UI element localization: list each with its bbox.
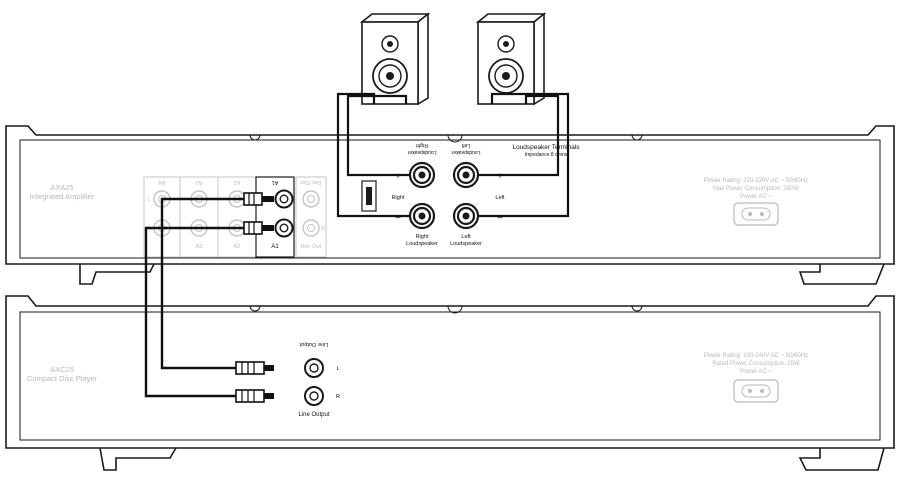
speaker-terminals-impedance: Impedance 8 ohms (525, 152, 568, 158)
right-side-label: Right (392, 195, 405, 201)
right-speaker-positive-cable (346, 94, 410, 177)
line-output-label: Line Output (298, 412, 329, 418)
cd-player-rated-power: Rated Power Consumption: 15W (712, 361, 800, 367)
input-a4-top-label: A4 (159, 179, 166, 185)
input-a2-label: A2 (234, 244, 241, 250)
right-speaker-negative-cable (336, 92, 410, 218)
left-channel-cable (160, 197, 270, 370)
amplifier-model: AXA25 (50, 183, 73, 192)
rec-out-right-label: R (321, 226, 325, 232)
speaker-cables (336, 92, 570, 218)
rec-out-top-label: Rec Out (300, 179, 321, 185)
input-a3-label: A3 (196, 244, 203, 250)
cd-player-unit: AXC25 Compact Disc Player Power Rating: … (5, 295, 895, 471)
rec-out-label: Rec Out (301, 244, 322, 250)
line-output-l-label: L (336, 366, 339, 372)
left-bottom-label-1: Left (461, 234, 471, 240)
cd-player-name: Compact Disc Player (27, 374, 98, 383)
rca-plug-cd-left (235, 361, 274, 375)
rca-plug-cd-right (235, 389, 274, 403)
cd-player-power-rating: Power Rating: 100-240V AC ~ 50/60Hz (704, 353, 808, 359)
cd-player-power-ac-label: Power AC ~ (740, 369, 772, 375)
right-positive-terminal (408, 161, 436, 189)
left-speaker-negative-cable (478, 92, 570, 218)
channel-left-label: L (148, 197, 151, 203)
left-side-label: Left (495, 195, 505, 201)
line-output-top-label: Line Output (299, 341, 328, 347)
amplifier-power-inlet (733, 202, 779, 226)
amplifier-power-ac-label: Power AC ~ (740, 194, 772, 200)
rec-out-jack (302, 219, 320, 237)
amplifier-name: Integrated Amplifier (30, 192, 95, 201)
left-top-label-2: Loudspeaker (451, 149, 480, 155)
rec-out-jack (302, 190, 320, 208)
input-a1-top-label: A1 (272, 179, 279, 185)
right-bottom-label-1: Right (416, 234, 429, 240)
cd-player-power-inlet (733, 379, 779, 403)
input-a2-top-label: A2 (234, 179, 241, 185)
amplifier-power-rating: Power Rating: 220-230V AC ~ 50/60Hz (704, 178, 808, 184)
usb-port (361, 180, 377, 212)
left-top-label-1: Left (461, 142, 470, 148)
input-a1-box (255, 176, 295, 258)
line-output-right-jack (304, 386, 324, 406)
rca-plug-amp-right (243, 221, 274, 235)
right-channel-cable (144, 226, 270, 398)
rca-interconnect (144, 192, 274, 403)
speaker-terminals-title: Loudspeaker Terminals (512, 144, 580, 151)
right-top-label-2: Loudspeaker (407, 149, 436, 155)
right-negative-terminal (408, 202, 436, 230)
right-top-label-1: Right (416, 142, 428, 148)
line-output-left-jack (304, 358, 324, 378)
input-a3-top-label: A3 (196, 179, 203, 185)
right-bottom-label-2: Loudspeaker (406, 241, 438, 247)
input-a1-label: A1 (271, 244, 279, 250)
amplifier-max-power: Max Power Consumption: 180W (713, 186, 799, 192)
amplifier-unit: AXA25 Integrated Amplifier Power Rating:… (5, 125, 895, 285)
line-output-r-label: R (336, 394, 340, 400)
left-bottom-label-2: Loudspeaker (450, 241, 482, 247)
left-negative-terminal (452, 202, 480, 230)
rca-plug-amp-left (243, 192, 274, 206)
right-speaker (359, 12, 431, 106)
left-speaker-positive-cable (478, 94, 560, 177)
cd-player-model: AXC25 (50, 365, 74, 374)
left-positive-terminal (452, 161, 480, 189)
left-speaker (475, 12, 547, 106)
